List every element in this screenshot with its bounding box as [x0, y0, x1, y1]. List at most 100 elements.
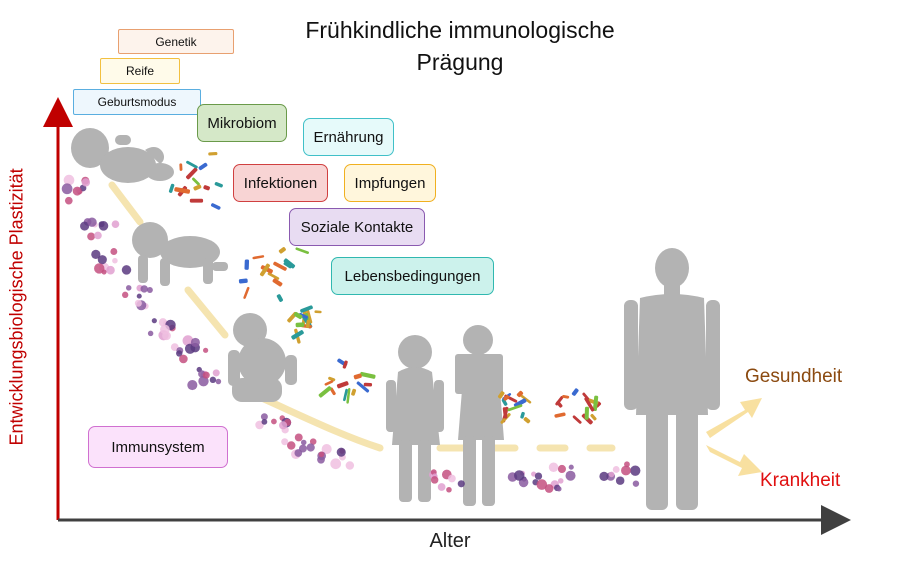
- immune-cell: [621, 465, 631, 476]
- immune-cell: [336, 447, 346, 457]
- microbe-cluster: [168, 152, 223, 210]
- microbe: [276, 294, 283, 302]
- immune-cell: [94, 231, 102, 240]
- immune-cell: [318, 451, 325, 458]
- microbe: [518, 393, 532, 404]
- microbe: [360, 371, 376, 379]
- microbe: [572, 415, 582, 424]
- microbe: [214, 182, 223, 188]
- immune-cell: [61, 183, 73, 195]
- immune-cell: [182, 335, 194, 347]
- immune-cell: [298, 444, 307, 453]
- microbe: [363, 382, 373, 387]
- immune-cell: [612, 466, 620, 473]
- immune-cell: [557, 464, 566, 474]
- immune-cell: [146, 287, 153, 293]
- microbe: [252, 255, 265, 260]
- immune-cell: [568, 464, 574, 470]
- y-axis-label: Entwicklungsbiologische Plastizität: [6, 168, 27, 446]
- immune-cells: [61, 174, 641, 493]
- microbe: [210, 203, 221, 210]
- immune-cell: [548, 462, 559, 473]
- microbe: [283, 262, 292, 269]
- immune-cell: [98, 221, 109, 231]
- immune-cell: [209, 376, 217, 384]
- immune-cell: [112, 257, 118, 264]
- immune-cell: [565, 470, 576, 481]
- immune-cell: [140, 285, 148, 293]
- factor-reife-label: Reife: [125, 64, 154, 78]
- factor-lebensbedingungen-label: Lebensbedingungen: [344, 267, 481, 285]
- microbe: [328, 376, 336, 382]
- immune-cell: [448, 474, 456, 483]
- immune-cell: [110, 248, 118, 256]
- microbe: [502, 407, 508, 419]
- immune-cell: [260, 413, 268, 421]
- factor-soziale-kontakte-label: Soziale Kontakte: [300, 218, 414, 236]
- immune-cell: [190, 337, 200, 347]
- microbe: [346, 388, 351, 404]
- immune-cell: [534, 472, 543, 480]
- microbe: [356, 381, 370, 393]
- immune-cell: [91, 249, 101, 260]
- immune-cell: [556, 486, 562, 492]
- immune-cell: [271, 418, 277, 425]
- immune-cell: [162, 331, 171, 341]
- immune-cell: [281, 438, 289, 446]
- microbe: [329, 387, 336, 396]
- microbe-cluster: [238, 247, 310, 302]
- outcome-disease: Krankheit: [760, 470, 841, 491]
- title-line-1: Frühkindliche immunologische: [305, 17, 615, 43]
- microbe: [513, 398, 527, 408]
- microbe: [238, 278, 248, 284]
- microbe: [324, 380, 334, 386]
- immune-cell: [321, 444, 332, 455]
- microbe: [503, 395, 510, 401]
- immune-cell: [136, 293, 142, 299]
- immune-cell: [599, 471, 609, 482]
- microbe-cluster: [554, 388, 602, 425]
- microbe: [305, 319, 311, 328]
- factor-infektionen: Infektionen: [233, 164, 328, 202]
- microbe: [186, 160, 198, 169]
- factor-reife: Reife: [100, 58, 180, 84]
- immune-cell: [147, 330, 154, 337]
- immune-cell: [306, 443, 315, 452]
- factor-soziale-kontakte: Soziale Kontakte: [289, 208, 425, 246]
- microbe: [208, 152, 218, 156]
- microbe: [318, 386, 332, 398]
- immune-cell-cluster: [170, 335, 209, 364]
- factor-infektionen-label: Infektionen: [243, 174, 318, 192]
- immune-cell: [111, 220, 120, 228]
- toddler-silhouette: [228, 313, 297, 402]
- microbes: [168, 152, 602, 425]
- immune-cell: [134, 299, 142, 307]
- immune-cell: [125, 285, 132, 291]
- microbe: [497, 391, 505, 399]
- factor-ernaehrung-label: Ernährung: [313, 128, 384, 146]
- immune-cell: [615, 476, 625, 485]
- immune-cell: [187, 379, 198, 391]
- microbe: [590, 413, 597, 421]
- immune-cell: [300, 439, 307, 446]
- microbe: [305, 309, 313, 324]
- child-silhouette: [386, 335, 444, 502]
- microbe: [520, 411, 525, 419]
- immune-cell: [632, 480, 640, 487]
- immune-cell-cluster: [187, 366, 222, 391]
- immune-cell-cluster: [544, 462, 576, 493]
- immune-cell: [630, 465, 641, 476]
- outcome-arrows: [706, 398, 762, 476]
- microbe-cluster: [287, 305, 322, 344]
- immune-cell: [63, 174, 75, 186]
- immune-cell: [294, 433, 303, 442]
- immune-cell-cluster: [61, 174, 91, 205]
- microbe: [267, 272, 280, 280]
- immune-cell: [184, 343, 196, 354]
- microbe: [295, 322, 305, 328]
- immune-cell: [64, 196, 73, 205]
- microbe: [351, 388, 357, 396]
- immune-cell: [203, 347, 209, 353]
- factor-mikrobiom: Mikrobiom: [197, 104, 287, 142]
- microbe: [179, 163, 183, 171]
